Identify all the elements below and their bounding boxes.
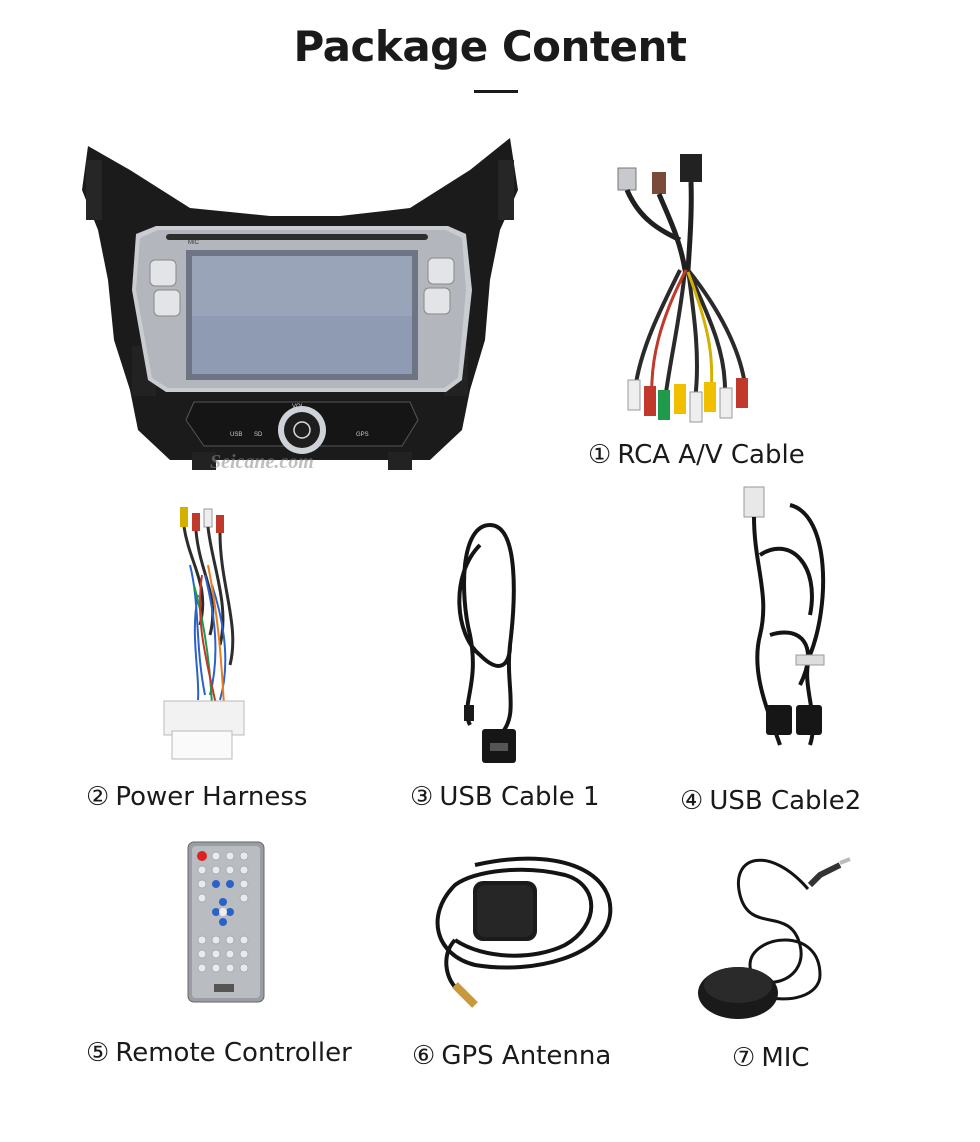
title-underline (474, 90, 518, 93)
caption-number: ④ (680, 786, 704, 816)
watermark-text: Seicane.com (210, 451, 314, 473)
caption-label: USB Cable2 (709, 786, 862, 816)
power-harness-image (150, 505, 270, 765)
caption-number: ⑦ (732, 1043, 756, 1073)
gps-antenna-image (415, 845, 620, 1015)
gps-label: GPS (356, 432, 369, 438)
caption-number: ⑤ (86, 1038, 110, 1068)
sd-label: SD (254, 432, 263, 438)
rca-cable-image (600, 150, 780, 440)
caption-number: ② (86, 782, 110, 812)
caption-label: Remote Controller (115, 1038, 352, 1068)
usb-cable-2-image (730, 485, 850, 760)
caption-label: Power Harness (115, 782, 308, 812)
caption-number: ① (588, 440, 612, 470)
caption-number: ⑥ (412, 1041, 436, 1071)
page-title: Package Content (293, 22, 687, 71)
vol-label: VOL (292, 404, 305, 410)
usb-label: USB (230, 432, 242, 438)
caption-label: GPS Antenna (441, 1041, 612, 1071)
mic-label: MIC (188, 240, 200, 246)
caption-number: ③ (410, 782, 434, 812)
caption-label: USB Cable 1 (439, 782, 600, 812)
mic-image (690, 845, 855, 1025)
remote-controller-image (186, 840, 266, 1005)
head-unit-image: MIC VOL USB SD GPS Seicane.com (70, 130, 530, 490)
caption-label: RCA A/V Cable (617, 440, 805, 470)
usb-cable-1-image (440, 515, 540, 765)
caption-label: MIC (761, 1043, 810, 1073)
